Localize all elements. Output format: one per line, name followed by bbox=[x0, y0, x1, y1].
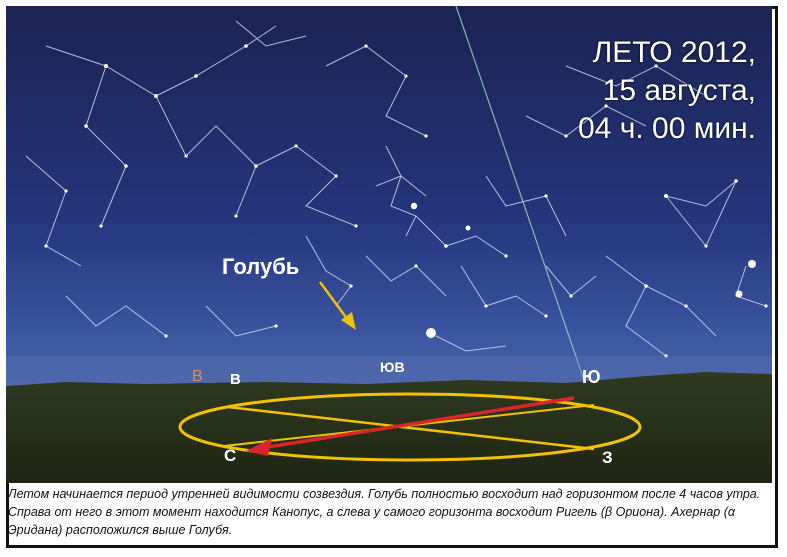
direction-east-marker: В bbox=[192, 368, 203, 385]
meridian-line bbox=[455, 6, 587, 387]
direction-south-label: Ю bbox=[582, 367, 601, 387]
title-season: ЛЕТО 2012, bbox=[592, 36, 756, 69]
title-date: 15 августа, bbox=[602, 74, 756, 107]
constellation-label-columba: Голубь bbox=[222, 254, 300, 279]
caption-text: Летом начинается период утренней видимос… bbox=[8, 487, 761, 537]
direction-southeast-label: ЮВ bbox=[380, 359, 405, 375]
direction-east-label: В bbox=[230, 371, 241, 388]
direction-north-label: С bbox=[224, 446, 237, 465]
ellipse-cross-line-1 bbox=[227, 405, 595, 451]
direction-arrow bbox=[267, 396, 575, 449]
sky bbox=[6, 6, 772, 386]
direction-arrowhead bbox=[246, 438, 272, 456]
stars bbox=[44, 44, 768, 358]
horizon-ellipse bbox=[178, 392, 642, 462]
sky-chart bbox=[6, 6, 772, 483]
title-time: 04 ч. 00 мин. bbox=[578, 112, 756, 145]
sky-map: ЛЕТО 2012, 15 августа, 04 ч. 00 мин. Гол… bbox=[6, 6, 772, 483]
pointer-arrow bbox=[318, 281, 350, 321]
pointer-arrowhead bbox=[341, 312, 356, 330]
direction-west-label: З bbox=[602, 448, 613, 467]
